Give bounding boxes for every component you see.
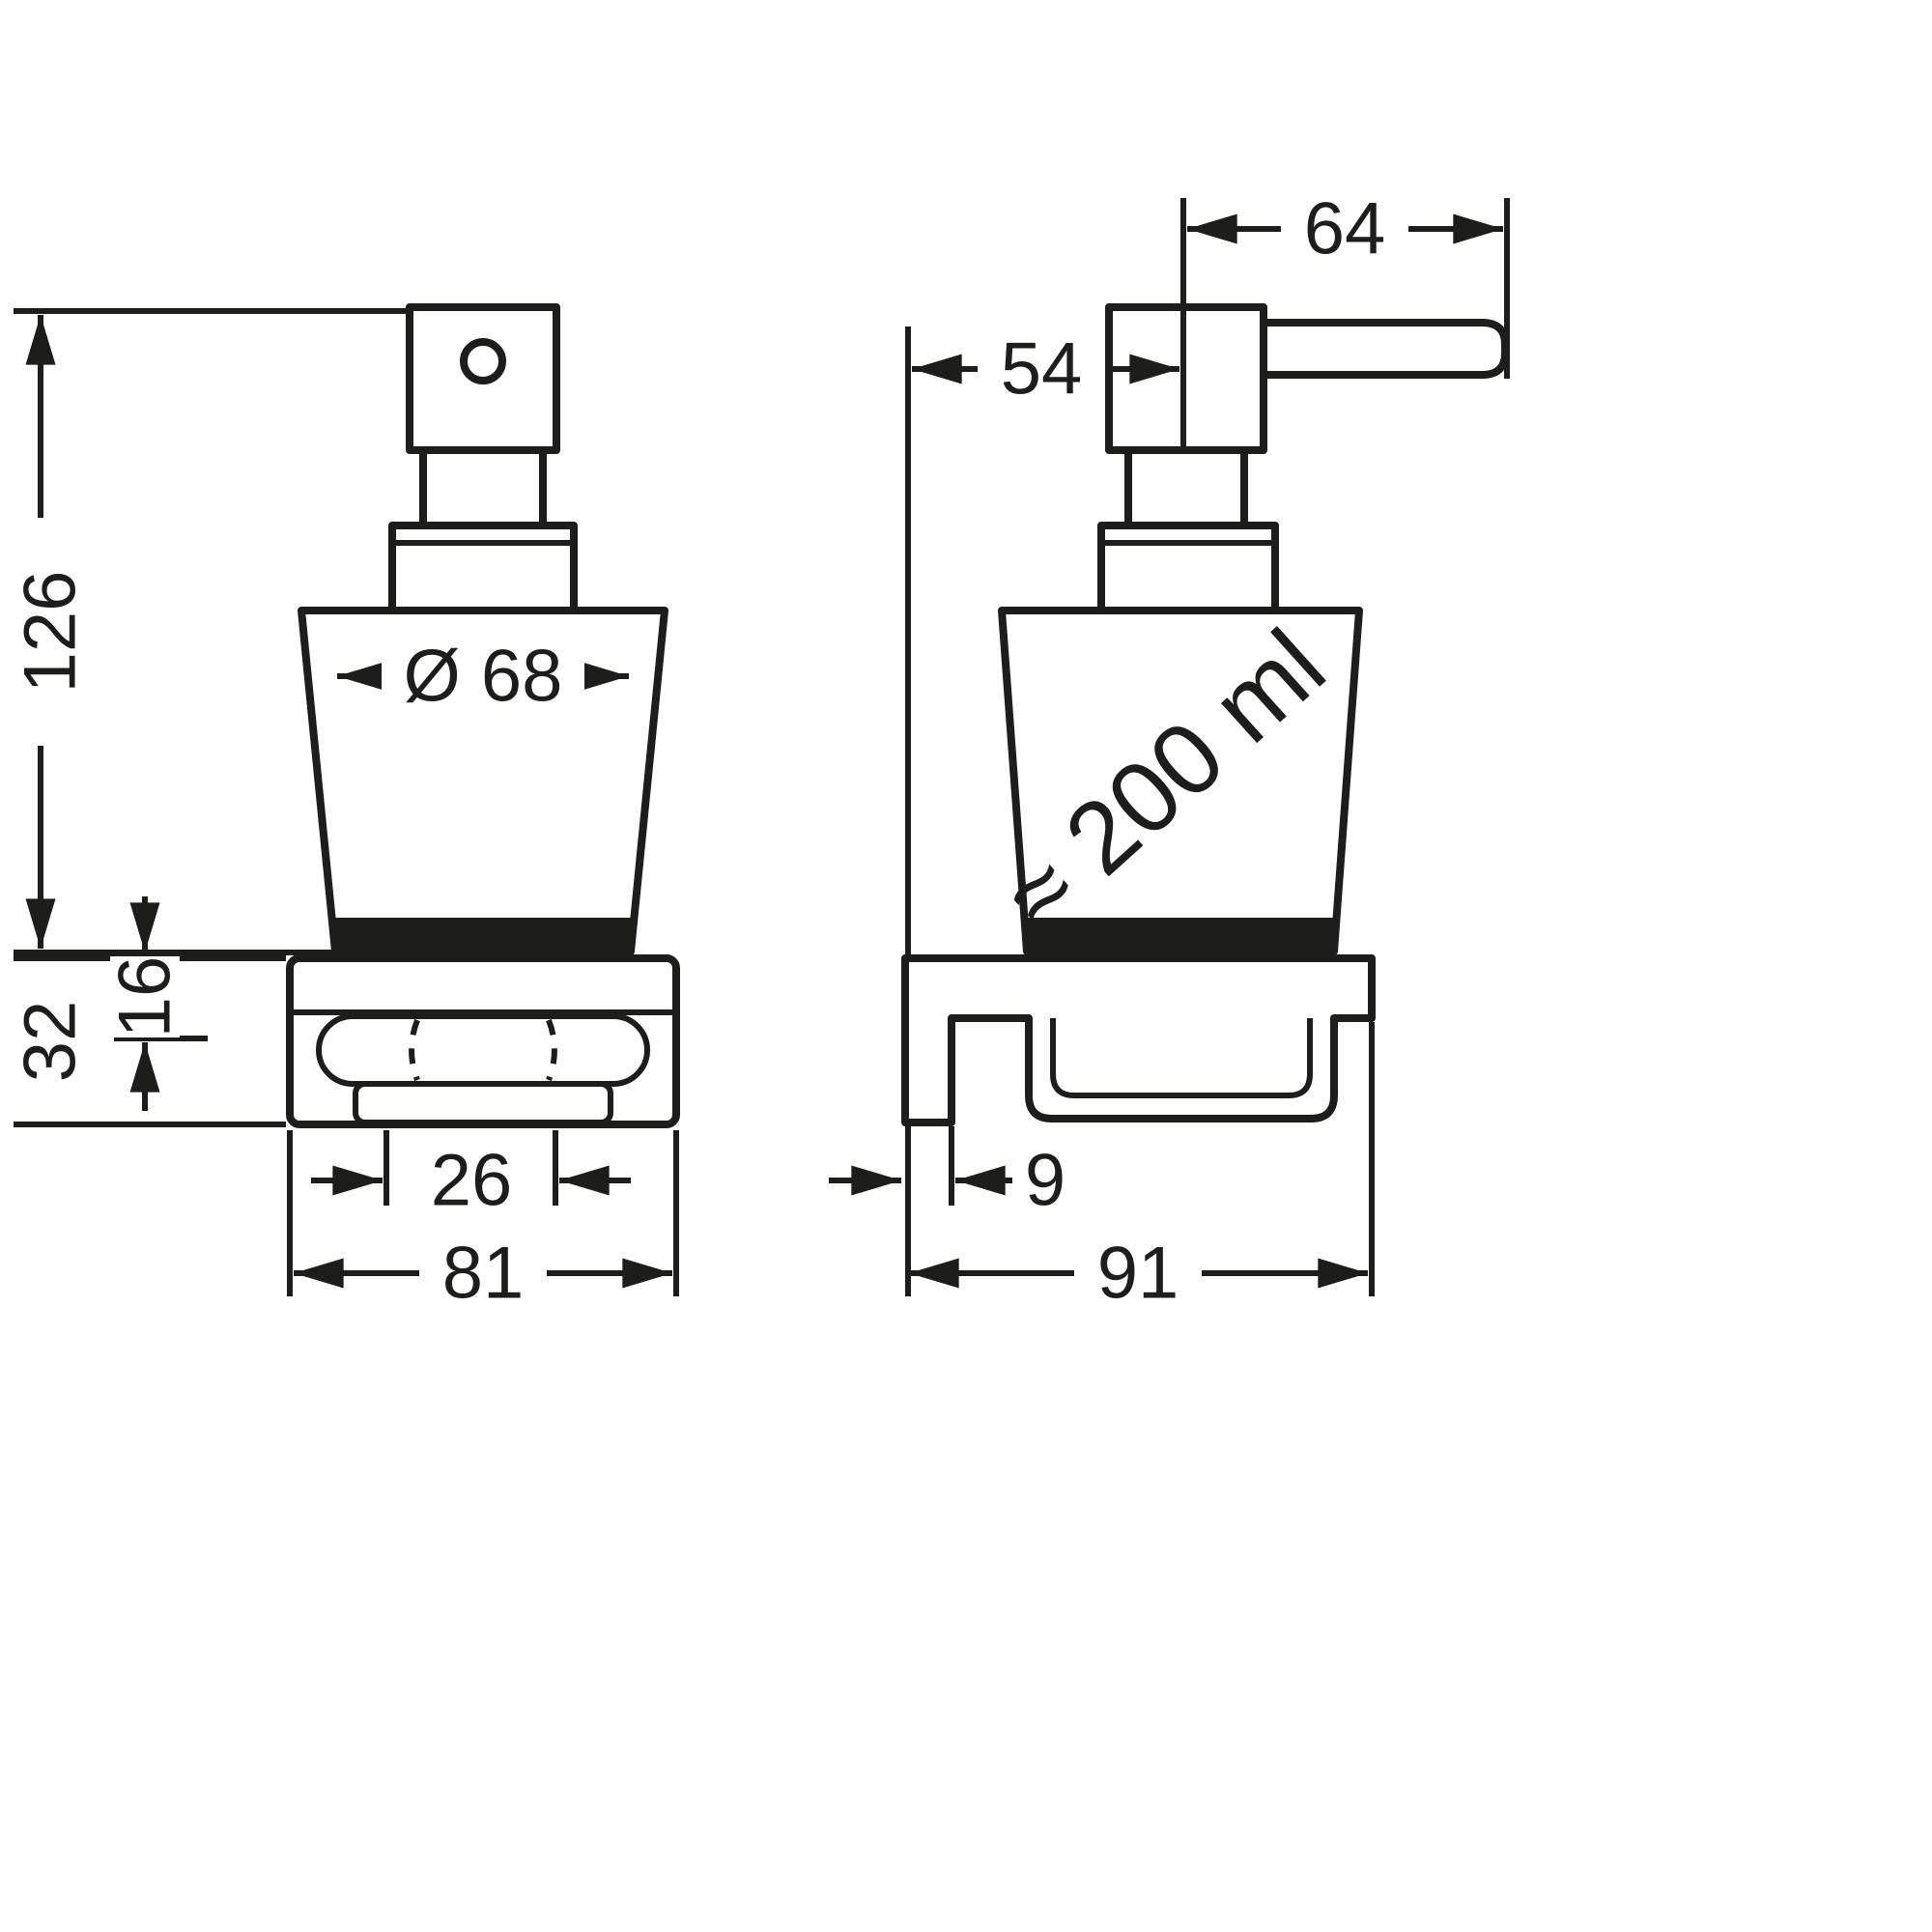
- side-pump-stem: [1124, 446, 1248, 529]
- dim-text-16: 16: [104, 956, 186, 1038]
- dim-text-126: 126: [10, 571, 92, 694]
- dim-label-holder-inset: 16: [104, 956, 186, 1038]
- dim-label-total-height: 126: [10, 518, 92, 746]
- front-pump-collar: [388, 522, 578, 614]
- dim-label-body-diameter: Ø 68: [382, 636, 584, 718]
- side-holder-bracket: [901, 954, 1376, 1126]
- front-pump-hole-icon: [460, 338, 506, 384]
- front-dish-hidden-right: [546, 1018, 557, 1082]
- dim-label-overall-width: 81: [419, 1233, 547, 1315]
- side-pump-collar: [1097, 522, 1279, 614]
- front-view: 126 32 16 Ø 68 26: [10, 303, 680, 1315]
- dim-text-68: Ø 68: [404, 636, 563, 718]
- dim-label-overall-depth: 91: [1074, 1233, 1202, 1315]
- dim-text-64: 64: [1304, 188, 1386, 270]
- dim-label-wall-to-pump: 54: [978, 328, 1105, 411]
- front-dish-cup: [353, 1081, 613, 1125]
- front-glass-base-band: [333, 918, 633, 952]
- dim-label-plate-thickness: 9: [1012, 1140, 1078, 1222]
- dim-label-holder-height: 32: [10, 962, 92, 1121]
- dim-label-lever-length: 64: [1281, 188, 1408, 270]
- dim-text-32: 32: [10, 1001, 92, 1083]
- dim-text-9: 9: [1025, 1140, 1065, 1222]
- side-pump-lever: [1260, 319, 1509, 379]
- front-holder-bracket: [286, 954, 680, 1128]
- side-glass-base-band: [1025, 918, 1336, 952]
- dim-text-91: 91: [1097, 1233, 1179, 1315]
- side-dish-cup: [1050, 1018, 1313, 1098]
- dim-text-26: 26: [431, 1140, 513, 1222]
- dim-text-81: 81: [442, 1233, 525, 1315]
- dim-text-54: 54: [1001, 328, 1083, 411]
- side-view: ≈ 200 ml 64 54 9 91: [829, 188, 1510, 1315]
- front-dish-hidden-left: [409, 1018, 420, 1082]
- dim-label-dish-depth: 26: [408, 1140, 535, 1222]
- front-pump-stem: [419, 446, 547, 529]
